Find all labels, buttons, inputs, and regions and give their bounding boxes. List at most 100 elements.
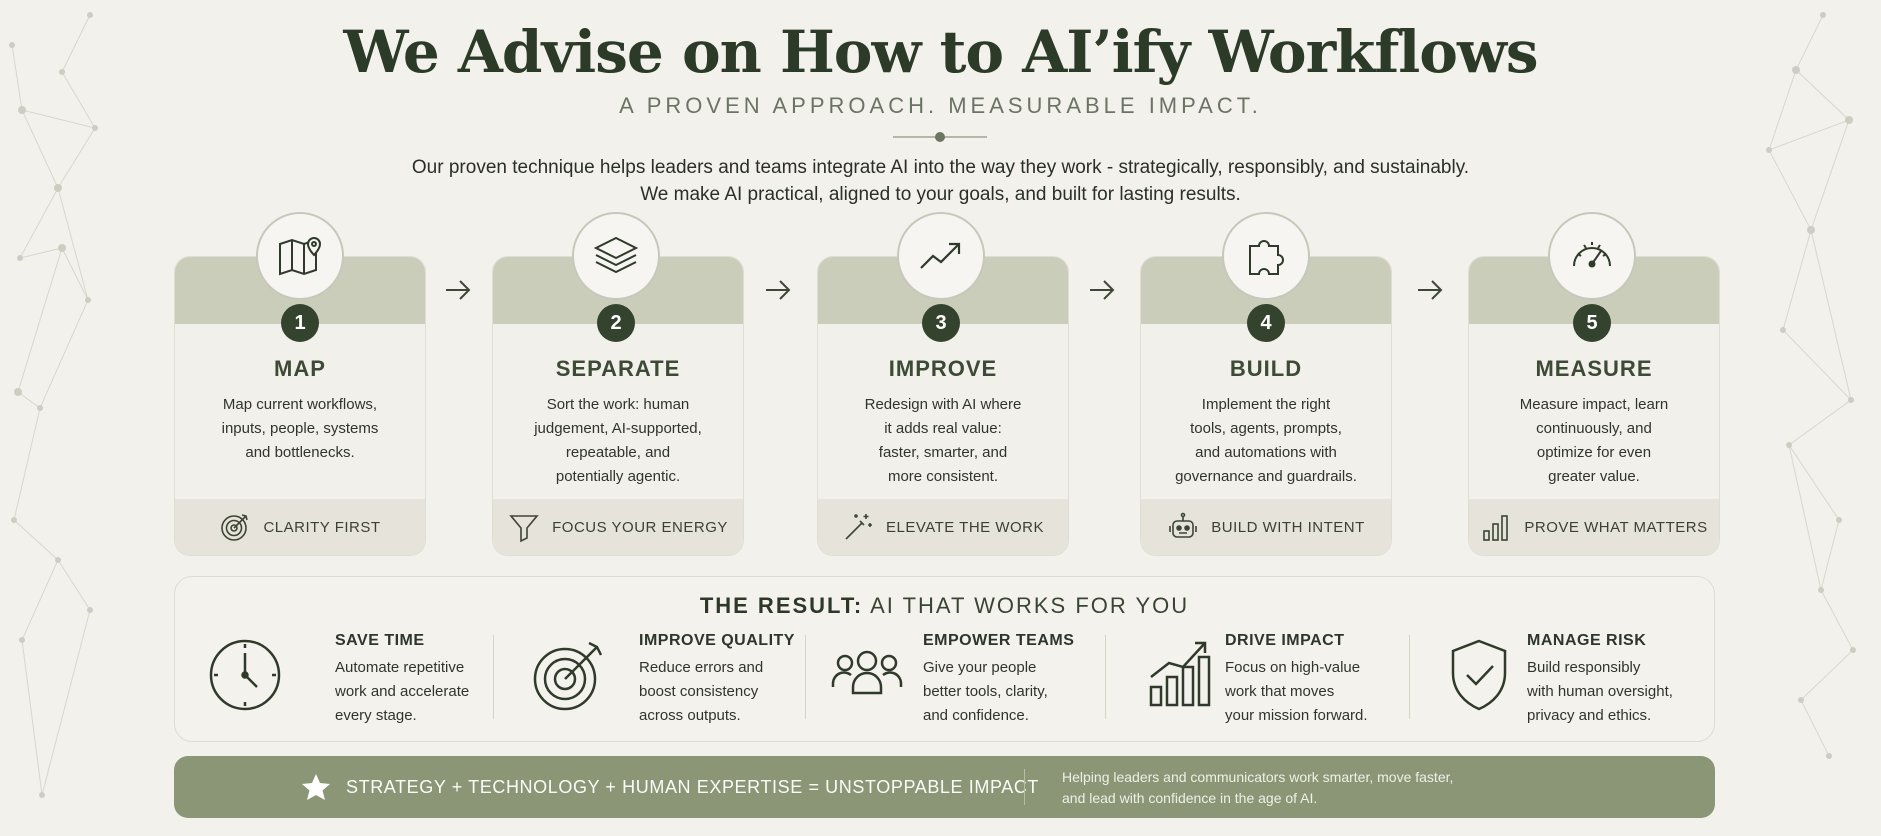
- step-description-line: Sort the work: human: [546, 396, 690, 413]
- result-description-line: across outputs.: [639, 707, 741, 724]
- step-description-line: optimize for even: [1536, 444, 1652, 461]
- step-footer: PROVE WHAT MATTERS: [1469, 499, 1719, 555]
- clock-icon: [209, 639, 281, 711]
- result-description-line: and confidence.: [923, 707, 1029, 724]
- banner-tagline: Helping leaders and communicators work s…: [1062, 767, 1453, 809]
- step-title: BUILD: [1229, 356, 1303, 381]
- star-icon: [302, 774, 330, 800]
- result-description-line: boost consistency: [639, 683, 759, 700]
- step-description-line: and automations with: [1195, 444, 1337, 461]
- step-card-build: BUILD Implement the right tools, agents,…: [1140, 256, 1392, 556]
- step-number: 5: [1573, 304, 1611, 342]
- result-title-bold: THE RESULT:: [699, 593, 864, 618]
- title-divider: [893, 132, 987, 142]
- result-description-line: every stage.: [335, 707, 417, 724]
- result-item-title: EMPOWER TEAMS: [923, 632, 1075, 649]
- result-divider: [805, 635, 806, 719]
- banner-divider: [1024, 769, 1025, 805]
- growth-chart-icon: [1149, 641, 1211, 707]
- step-footer: FOCUS YOUR ENERGY: [493, 499, 743, 555]
- result-item-title: IMPROVE QUALITY: [639, 632, 795, 649]
- gauge-icon: [1573, 242, 1611, 268]
- step-description-line: Redesign with AI where: [864, 396, 1022, 413]
- step-card-measure: MEASURE Measure impact, learn continuous…: [1468, 256, 1720, 556]
- trend-up-icon: [920, 242, 961, 269]
- step-card-improve: IMPROVE Redesign with AI where it adds r…: [817, 256, 1069, 556]
- result-item-improve-quality: IMPROVE QUALITY Reduce errors and boost …: [533, 629, 813, 729]
- target-icon: [221, 514, 249, 541]
- arrow-right-icon: [1418, 280, 1443, 300]
- intro-line-2: We make AI practical, aligned to your go…: [640, 184, 1241, 205]
- step-description-line: governance and guardrails.: [1175, 468, 1357, 485]
- step-card-separate: SEPARATE Sort the work: human judgement,…: [492, 256, 744, 556]
- step-footer-label: CLARITY FIRST: [263, 518, 381, 536]
- step-footer-label: ELEVATE THE WORK: [885, 518, 1045, 536]
- step-description: Implement the right tools, agents, promp…: [1159, 393, 1373, 489]
- intro-line-1: Our proven technique helps leaders and t…: [411, 157, 1470, 178]
- arrow-right-icon: [1090, 280, 1115, 300]
- result-description-line: Automate repetitive: [335, 659, 465, 676]
- target-icon: [533, 641, 603, 711]
- magic-wand-icon: [845, 514, 872, 540]
- result-divider: [1105, 635, 1106, 719]
- step-footer: BUILD WITH INTENT: [1141, 499, 1391, 555]
- result-panel: THE RESULT: AI THAT WORKS FOR YOU SAVE T…: [174, 576, 1715, 742]
- step-card-map: MAP Map current workflows, inputs, peopl…: [174, 256, 426, 556]
- result-item-empower-teams: EMPOWER TEAMS Give your people better to…: [829, 629, 1109, 729]
- result-description-line: with human oversight,: [1527, 683, 1673, 700]
- step-description-line: Measure impact, learn: [1519, 396, 1669, 413]
- step-description-line: greater value.: [1548, 468, 1640, 485]
- layers-icon: [593, 236, 639, 274]
- banner-tagline-line-1: Helping leaders and communicators work s…: [1062, 769, 1454, 785]
- result-description-line: Build responsibly: [1527, 659, 1641, 676]
- step-footer-label: BUILD WITH INTENT: [1211, 518, 1365, 536]
- step-description-line: Map current workflows,: [222, 396, 378, 413]
- step-description-line: continuously, and: [1536, 420, 1652, 437]
- step-description: Sort the work: human judgement, AI-suppo…: [511, 393, 725, 489]
- result-title-rest: AI THAT WORKS FOR YOU: [870, 593, 1190, 618]
- step-icon-circle: [256, 212, 344, 300]
- step-description-line: tools, agents, prompts,: [1190, 420, 1342, 437]
- people-icon: [831, 650, 903, 695]
- result-divider: [1409, 635, 1410, 719]
- puzzle-icon: [1249, 240, 1284, 275]
- result-description-line: privacy and ethics.: [1527, 707, 1652, 724]
- result-description-line: Reduce errors and: [639, 659, 764, 676]
- step-title: SEPARATE: [555, 356, 681, 381]
- step-footer-label: PROVE WHAT MATTERS: [1524, 518, 1708, 536]
- step-icon-circle: [572, 212, 660, 300]
- step-title: MAP: [274, 356, 326, 381]
- step-number: 4: [1247, 304, 1285, 342]
- tagline-banner: STRATEGY + TECHNOLOGY + HUMAN EXPERTISE …: [174, 756, 1715, 818]
- arrow-right-icon: [446, 280, 471, 300]
- step-description-line: it adds real value:: [884, 420, 1002, 437]
- result-item-description: Reduce errors and boost consistency acro…: [639, 656, 763, 728]
- result-item-description: Automate repetitive work and accelerate …: [335, 656, 469, 728]
- step-description-line: repeatable, and: [565, 444, 671, 461]
- step-description-line: potentially agentic.: [555, 468, 681, 485]
- bar-chart-icon: [1483, 515, 1509, 541]
- result-item-title: SAVE TIME: [335, 632, 425, 649]
- result-title: THE RESULT: AI THAT WORKS FOR YOU: [175, 593, 1714, 619]
- robot-icon: [1169, 512, 1198, 538]
- funnel-icon: [509, 515, 539, 543]
- step-number: 1: [281, 304, 319, 342]
- result-item-title: DRIVE IMPACT: [1225, 632, 1345, 649]
- step-description-line: and bottlenecks.: [245, 444, 355, 461]
- result-description-line: your mission forward.: [1225, 707, 1368, 724]
- step-description: Redesign with AI where it adds real valu…: [836, 393, 1050, 489]
- step-description: Map current workflows, inputs, people, s…: [193, 393, 407, 465]
- result-item-description: Give your people better tools, clarity, …: [923, 656, 1048, 728]
- step-footer-label: FOCUS YOUR ENERGY: [552, 518, 728, 536]
- network-decoration-right: [1766, 12, 1856, 759]
- result-description-line: work and accelerate: [335, 683, 470, 700]
- step-icon-circle: [1222, 212, 1310, 300]
- result-description-line: Focus on high-value: [1225, 659, 1361, 676]
- intro-text: Our proven technique helps leaders and t…: [0, 154, 1881, 208]
- result-item-drive-impact: DRIVE IMPACT Focus on high-value work th…: [1145, 629, 1425, 729]
- result-item-title: MANAGE RISK: [1527, 632, 1647, 649]
- step-number: 3: [922, 304, 960, 342]
- arrow-right-icon: [766, 280, 791, 300]
- result-item-description: Build responsibly with human oversight, …: [1527, 656, 1673, 728]
- page-title: We Advise on How to AI’ify Workflows: [343, 18, 1538, 86]
